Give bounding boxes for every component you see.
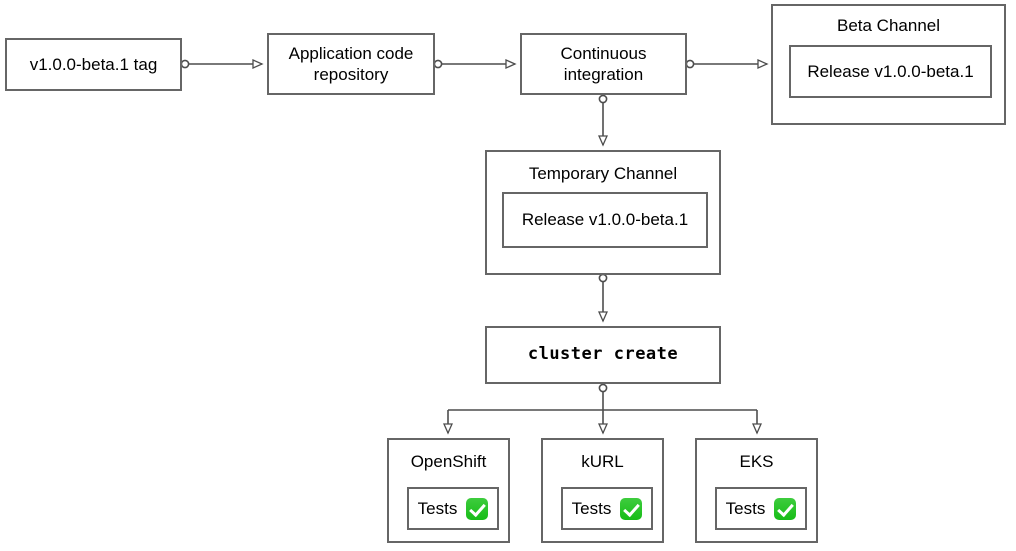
node-kurl-tests-label: Tests <box>571 498 612 518</box>
node-application-code-repository[interactable]: Application code repository <box>267 33 435 95</box>
edge-repo-to-ci <box>433 58 517 70</box>
green-check-icon <box>466 497 489 520</box>
node-kurl[interactable]: kURL Tests <box>541 438 664 543</box>
node-temporary-channel[interactable]: Temporary Channel Release v1.0.0-beta.1 <box>485 150 721 275</box>
node-version-tag-label: v1.0.0-beta.1 tag <box>29 54 158 74</box>
node-continuous-integration-label: Continuous integration <box>560 43 647 84</box>
node-cluster-create-label: cluster create <box>527 344 679 365</box>
green-check-icon <box>774 497 797 520</box>
node-temporary-channel-title: Temporary Channel <box>528 164 678 183</box>
node-eks-title: EKS <box>739 452 774 471</box>
green-check-icon <box>620 497 643 520</box>
node-openshift[interactable]: OpenShift Tests <box>387 438 510 543</box>
node-cluster-create[interactable]: cluster create <box>485 326 721 384</box>
node-openshift-tests[interactable]: Tests <box>407 487 499 530</box>
edge-cluster-create-to-targets <box>442 383 763 435</box>
node-eks-tests-label: Tests <box>725 498 766 518</box>
edge-ci-to-beta-channel <box>685 58 769 70</box>
node-version-tag[interactable]: v1.0.0-beta.1 tag <box>5 38 182 91</box>
edge-tag-to-repo <box>180 58 264 70</box>
node-continuous-integration[interactable]: Continuous integration <box>520 33 687 95</box>
node-openshift-tests-label: Tests <box>417 498 458 518</box>
node-eks[interactable]: EKS Tests <box>695 438 818 543</box>
node-beta-channel[interactable]: Beta Channel Release v1.0.0-beta.1 <box>771 4 1006 125</box>
node-eks-tests[interactable]: Tests <box>715 487 807 530</box>
edge-temporary-channel-to-cluster-create <box>597 273 609 323</box>
node-beta-channel-title: Beta Channel <box>836 16 941 35</box>
node-beta-channel-release-label: Release v1.0.0-beta.1 <box>807 61 974 81</box>
node-temporary-channel-release-label: Release v1.0.0-beta.1 <box>521 210 689 230</box>
node-temporary-channel-release[interactable]: Release v1.0.0-beta.1 <box>502 192 708 248</box>
node-beta-channel-release[interactable]: Release v1.0.0-beta.1 <box>789 45 992 98</box>
node-kurl-tests[interactable]: Tests <box>561 487 653 530</box>
node-kurl-title: kURL <box>581 452 624 471</box>
node-application-code-repository-label: Application code repository <box>288 43 414 84</box>
edge-ci-to-temporary-channel <box>597 94 609 147</box>
node-openshift-title: OpenShift <box>410 452 487 471</box>
